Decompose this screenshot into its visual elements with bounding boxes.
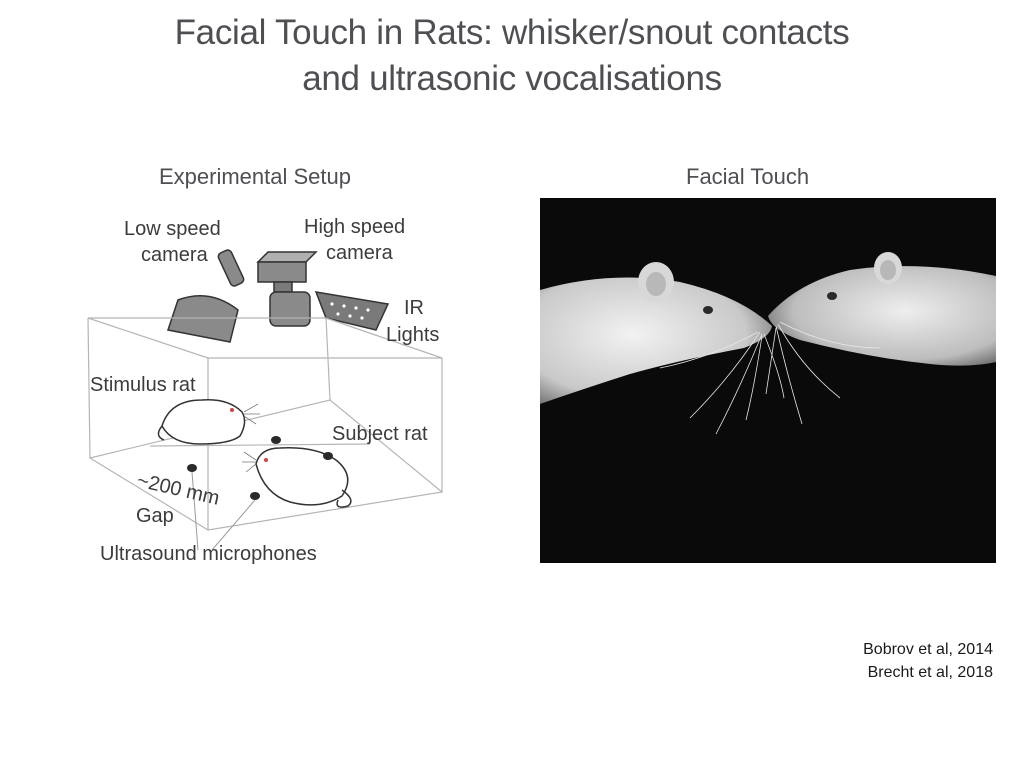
reference-bobrov: Bobrov et al, 2014 — [863, 641, 993, 658]
slide-title-line-1: Facial Touch in Rats: whisker/snout cont… — [174, 13, 850, 52]
facial-touch-photo — [540, 198, 996, 563]
camera-dome-icon — [167, 295, 239, 343]
ir-label-line-1: IR — [404, 297, 424, 319]
facial-touch-heading: Facial Touch — [686, 164, 810, 189]
slide-title: Facial Touch in Rats: whisker/snout cont… — [0, 10, 1024, 102]
microphones-label: Ultrasound microphones — [100, 543, 317, 565]
experimental-setup-heading: Experimental Setup — [159, 164, 351, 189]
gap-label: Gap — [136, 505, 174, 527]
high-speed-camera-icon — [256, 251, 318, 327]
stimulus-rat-label: Stimulus rat — [90, 374, 196, 396]
callout-lines — [191, 471, 256, 551]
microphones-icon — [187, 436, 333, 500]
gap-distance-label: ~200 mm — [135, 469, 222, 509]
setup-diagram-svg: Low speed camera High speed camera IR Li… — [87, 216, 444, 565]
low-speed-camera-icon — [217, 249, 245, 287]
high-speed-label-line-2: camera — [326, 242, 394, 264]
slide-title-line-2: and ultrasonic vocalisations — [302, 59, 722, 98]
subject-rat-label: Subject rat — [332, 423, 428, 445]
references: Bobrov et al, 2014 Brecht et al, 2018 — [863, 638, 993, 684]
right-rat-image — [765, 252, 996, 425]
left-rat-image — [540, 262, 785, 435]
stimulus-rat-icon — [157, 399, 260, 445]
high-speed-label-line-1: High speed — [304, 216, 405, 238]
experimental-setup-diagram: Low speed camera High speed camera IR Li… — [80, 200, 480, 580]
ir-lights-icon — [314, 291, 390, 331]
low-speed-label-line-2: camera — [141, 244, 209, 266]
subject-rat-icon — [242, 447, 352, 508]
facial-touch-photo-svg — [540, 198, 996, 563]
ir-label-line-2: Lights — [386, 324, 439, 346]
reference-brecht: Brecht et al, 2018 — [867, 664, 993, 681]
low-speed-label-line-1: Low speed — [124, 218, 221, 240]
arena-box — [87, 317, 444, 531]
